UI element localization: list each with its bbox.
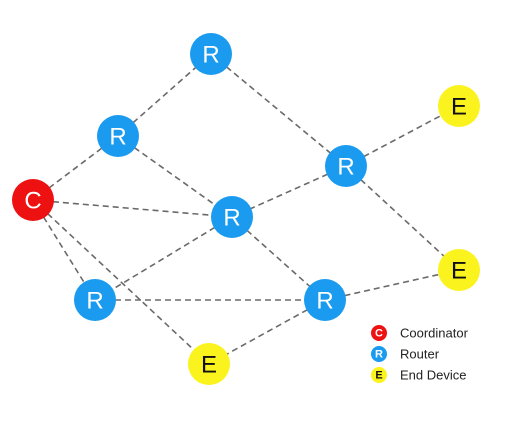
router-node-circle (211, 196, 253, 238)
router-node-circle (325, 145, 367, 187)
router-legend-icon (371, 346, 387, 362)
node-label: R (109, 124, 126, 151)
node-e_top_right: E (438, 85, 480, 127)
edge-r_upper_left-r_center (117, 135, 233, 218)
edge-c1-e_bottom (32, 199, 210, 365)
legend-item-end-device: E End Device (371, 367, 466, 383)
end-device-node-circle (188, 343, 230, 385)
edge-r_lower_mid-e_bottom (208, 299, 326, 365)
coordinator-legend-icon (371, 325, 387, 341)
router-node-circle (190, 33, 232, 75)
node-r_lower_left: R (74, 279, 116, 321)
legend-icon-letter: R (375, 349, 383, 361)
edge-r_lower_mid-e_mid_right (324, 269, 460, 301)
node-r_center: R (211, 196, 253, 238)
node-label: R (337, 154, 354, 181)
edge-r_center-r_lower_left (94, 216, 233, 301)
node-label: E (451, 258, 467, 285)
end-device-node-circle (438, 249, 480, 291)
node-r_right: R (325, 145, 367, 187)
node-label: R (223, 205, 240, 232)
node-label: C (24, 188, 41, 215)
end-device-node-circle (438, 85, 480, 127)
router-node-circle (97, 115, 139, 157)
legend-item-coordinator: C Coordinator (371, 325, 469, 341)
node-e_bottom: E (188, 343, 230, 385)
edge-r_right-e_mid_right (345, 165, 460, 271)
legend-item-router: R Router (371, 346, 440, 362)
edge-r_top-r_right (210, 53, 347, 167)
legend-label: Coordinator (400, 326, 469, 341)
end-device-legend-icon (371, 367, 387, 383)
node-label: E (201, 352, 217, 379)
node-r_top: R (190, 33, 232, 75)
edge-c1-r_center (32, 199, 233, 218)
router-node-circle (304, 279, 346, 321)
node-r_lower_mid: R (304, 279, 346, 321)
node-c1: C (12, 179, 54, 221)
node-label: E (451, 94, 467, 121)
edge-c1-r_upper_left (32, 135, 119, 201)
node-label: R (86, 288, 103, 315)
legend-label: End Device (400, 368, 466, 383)
node-e_mid_right: E (438, 249, 480, 291)
edge-r_right-e_top_right (345, 105, 460, 167)
legend-icon-letter: E (375, 370, 382, 382)
router-node-circle (74, 279, 116, 321)
node-label: R (202, 42, 219, 69)
node-label: R (316, 288, 333, 315)
legend-icon-letter: C (375, 328, 383, 340)
coordinator-node-circle (12, 179, 54, 221)
edges-layer (32, 53, 460, 365)
node-r_upper_left: R (97, 115, 139, 157)
legend-label: Router (400, 347, 440, 362)
